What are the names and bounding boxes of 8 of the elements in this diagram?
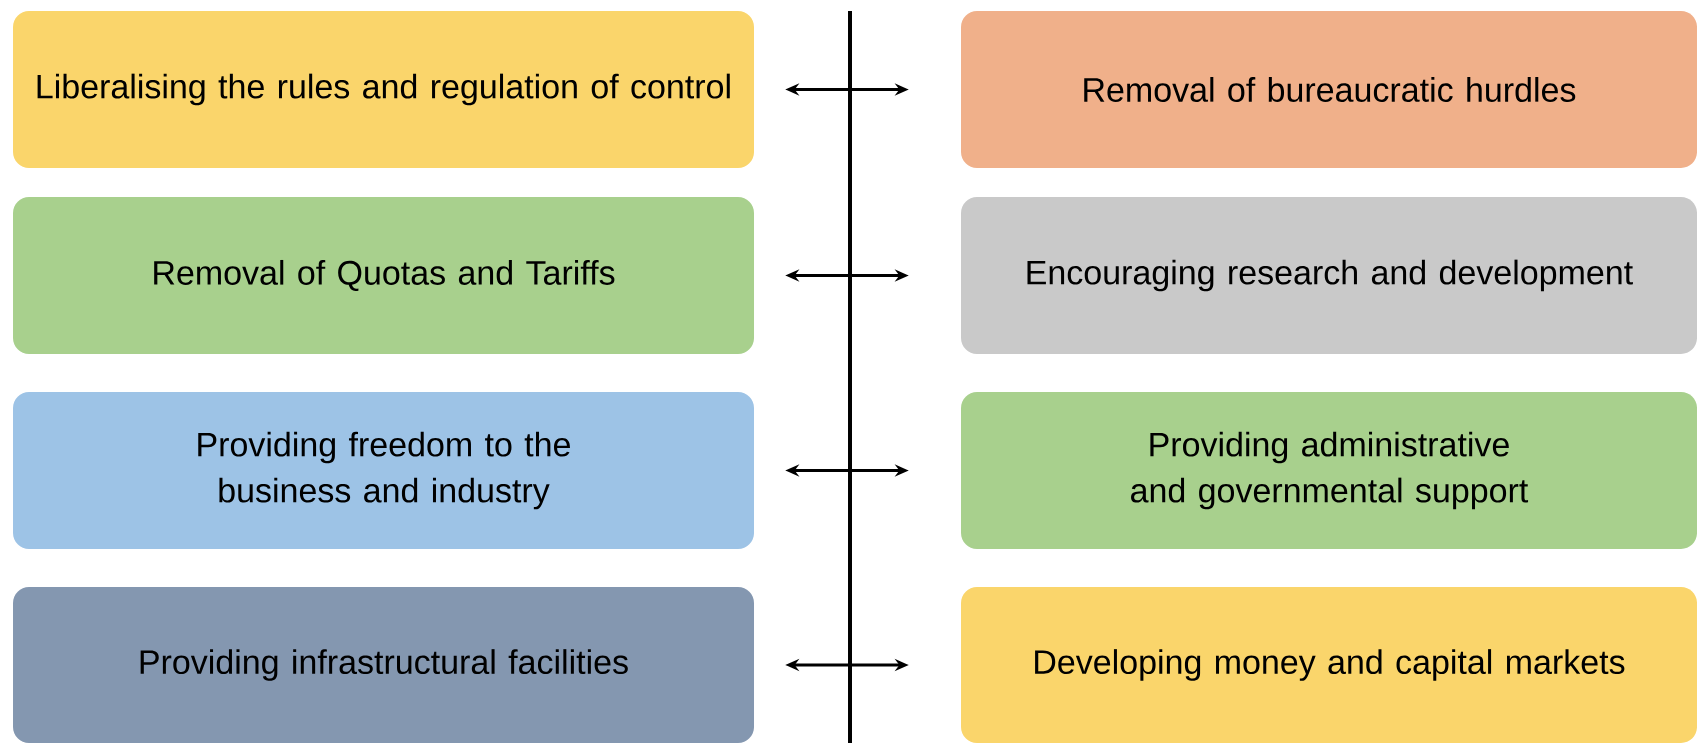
text-box: Encouraging research and development — [961, 197, 1697, 354]
text-box: Removal of Quotas and Tariffs — [13, 197, 754, 354]
text-box: Liberalising the rules and regulation of control — [13, 11, 754, 168]
text-box: Providing freedom to the business and industry — [13, 392, 754, 549]
text-box: Providing administrative and governmental support — [961, 392, 1697, 549]
text-box: Removal of bureaucratic hurdles — [961, 11, 1697, 168]
text-box: Developing money and capital markets — [961, 587, 1697, 743]
text-box: Providing infrastructural facilities — [13, 587, 754, 743]
